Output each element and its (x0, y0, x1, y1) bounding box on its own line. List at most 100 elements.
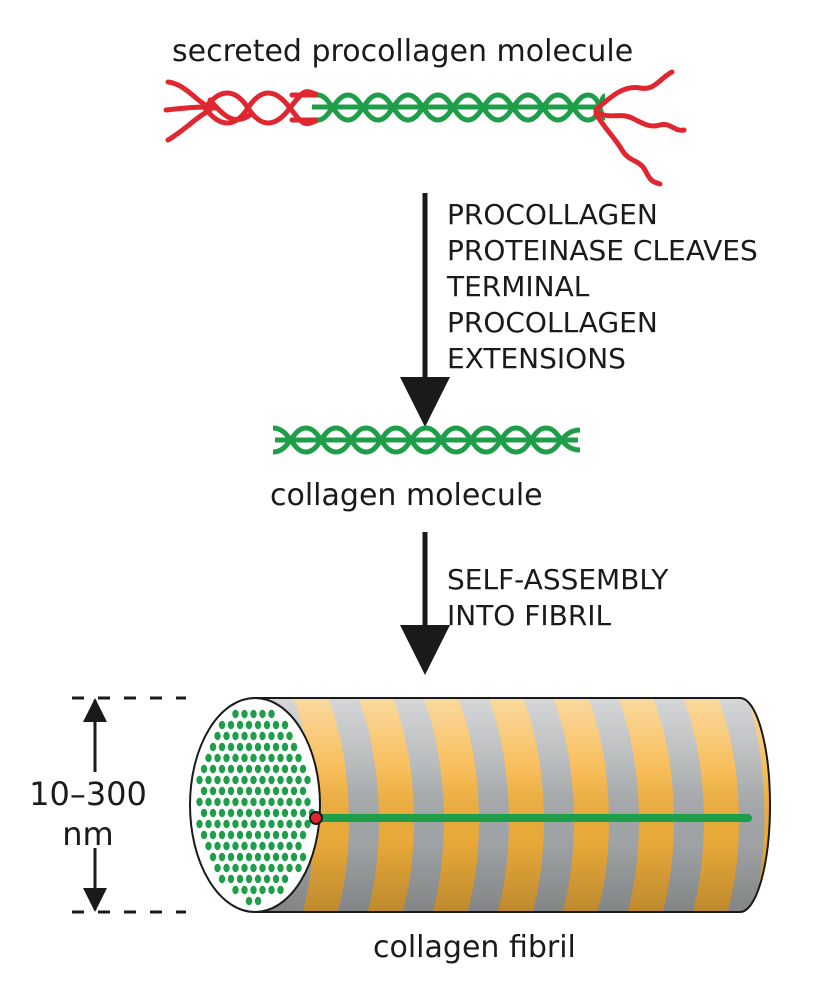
molecule-dot (200, 764, 208, 774)
molecule-dot (196, 775, 203, 785)
molecule-dot (277, 819, 284, 829)
molecule-dot (304, 819, 311, 829)
molecule-dot (200, 830, 208, 840)
molecule-dot (263, 764, 271, 774)
molecule-dot (223, 731, 230, 741)
molecule-dot (263, 874, 271, 884)
molecule-dot (241, 775, 248, 785)
molecule-dot (268, 863, 275, 873)
molecule-dot (245, 742, 253, 752)
molecule-dot (263, 830, 271, 840)
molecule-dot (259, 775, 266, 785)
molecule-dot (263, 786, 271, 796)
molecule-dot (281, 764, 289, 774)
molecule-dot (236, 720, 244, 730)
molecule-dot (245, 720, 253, 730)
molecule-dot (281, 742, 289, 752)
molecule-dot (245, 786, 253, 796)
molecule-dot (236, 852, 244, 862)
n-propeptide (163, 79, 321, 143)
molecule-dot (196, 819, 203, 829)
molecule-dot (232, 841, 239, 851)
molecule-dot (245, 764, 253, 774)
molecule-dot (277, 753, 284, 763)
molecule-dot (241, 885, 248, 895)
molecule-dot (268, 841, 275, 851)
molecule-dot (263, 742, 271, 752)
molecule-dot (236, 808, 244, 818)
molecule-dot (286, 731, 293, 741)
cleavage-line-2: PROTEINASE CLEAVES (447, 234, 758, 267)
collagen-fibril-label: collagen fibril (373, 930, 576, 965)
molecule-dot (268, 885, 275, 895)
molecule-dot (241, 841, 248, 851)
procollagen-helix (312, 92, 607, 123)
molecule-dot (272, 742, 280, 752)
molecule-dot (241, 819, 248, 829)
molecule-dot (227, 830, 235, 840)
cleavage-line-3: TERMINAL (447, 270, 590, 303)
molecule-dot (227, 852, 235, 862)
molecule-dot (218, 830, 226, 840)
molecule-dot (290, 808, 298, 818)
molecule-dot (295, 797, 302, 807)
molecule-dot (227, 874, 235, 884)
molecule-dot (218, 786, 226, 796)
molecule-dot (259, 753, 266, 763)
molecule-dot (268, 797, 275, 807)
molecule-dot (259, 797, 266, 807)
molecule-dot (299, 808, 307, 818)
assembly-line-1: SELF-ASSEMBLY (447, 563, 669, 596)
molecule-dot (295, 819, 302, 829)
molecule-dot (236, 786, 244, 796)
molecule-dot (268, 709, 275, 719)
molecule-dot (272, 786, 280, 796)
molecule-dot (241, 797, 248, 807)
molecule-dot (286, 863, 293, 873)
collagen-molecule (272, 425, 581, 455)
molecule-dot (272, 830, 280, 840)
cleavage-step-text: PROCOLLAGEN PROTEINASE CLEAVES TERMINAL … (447, 197, 758, 377)
molecule-dot (241, 863, 248, 873)
molecule-dot (214, 731, 221, 741)
molecule-dot (286, 775, 293, 785)
molecule-dot (268, 731, 275, 741)
molecule-dot (250, 863, 257, 873)
molecule-dot (254, 720, 262, 730)
molecule-end-dot (309, 811, 323, 825)
molecule-dot (277, 797, 284, 807)
cleavage-line-5: EXTENSIONS (447, 342, 626, 375)
molecule-dot (205, 819, 212, 829)
molecule-dot (245, 852, 253, 862)
molecule-dot (245, 808, 253, 818)
molecule-dot (218, 764, 226, 774)
molecule-dot (245, 874, 253, 884)
molecule-dot (218, 852, 226, 862)
molecule-dot (223, 753, 230, 763)
molecule-dot (232, 863, 239, 873)
molecule-dot (272, 874, 280, 884)
molecule-dot (299, 764, 307, 774)
molecule-dot (263, 720, 271, 730)
molecule-dot (277, 841, 284, 851)
molecule-dot (218, 720, 226, 730)
molecule-dot (205, 841, 212, 851)
molecule-dot (209, 852, 217, 862)
molecule-dot (304, 775, 311, 785)
molecule-dot (290, 852, 298, 862)
molecule-dot (281, 852, 289, 862)
molecule-dot (223, 841, 230, 851)
molecule-dot (214, 841, 221, 851)
molecule-dot (232, 775, 239, 785)
molecule-dot (259, 863, 266, 873)
molecule-dot (250, 775, 257, 785)
molecule-dot (259, 841, 266, 851)
molecule-dot (241, 753, 248, 763)
molecule-dot (214, 863, 221, 873)
molecule-dot (299, 786, 307, 796)
molecule-dot (290, 786, 298, 796)
molecule-dot (259, 731, 266, 741)
molecule-dot (205, 797, 212, 807)
molecule-dot (254, 742, 262, 752)
molecule-dot (241, 709, 248, 719)
